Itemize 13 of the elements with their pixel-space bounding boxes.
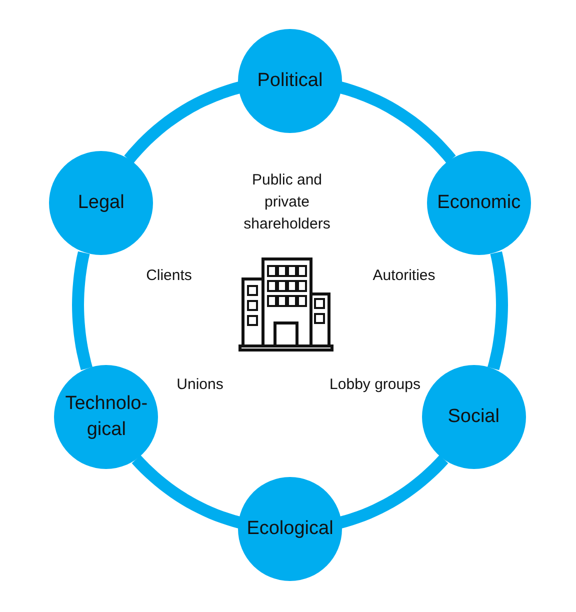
- stakeholder-label: Unions: [176, 375, 224, 396]
- stakeholder-label: Public and private shareholders: [242, 170, 332, 234]
- category-label: Technolo- gical: [64, 392, 149, 442]
- category-label: Ecological: [246, 517, 334, 542]
- stakeholder-label: Lobby groups: [328, 375, 422, 396]
- category-label: Social: [448, 405, 500, 430]
- ring-connector: [488, 251, 508, 370]
- stakeholder-label: Autorities: [372, 266, 436, 286]
- category-label: Economic: [437, 191, 521, 216]
- stakeholder-label: Clients: [145, 266, 193, 286]
- category-label: Political: [257, 69, 323, 94]
- ring-connector: [72, 251, 92, 370]
- category-label: Legal: [78, 191, 124, 216]
